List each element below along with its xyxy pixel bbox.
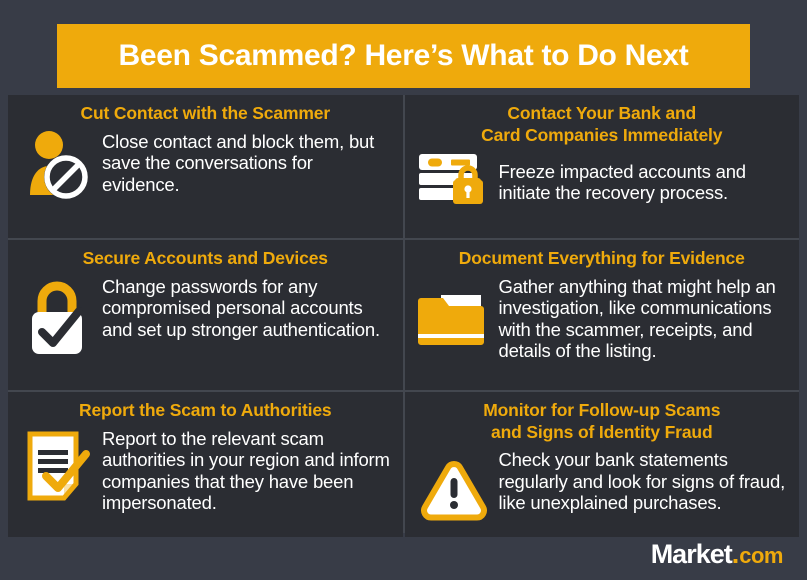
tip-text: Close contact and block them, but save t… <box>102 130 375 195</box>
folder-icon <box>415 274 493 352</box>
tip-text: Report to the relevant scam authorities … <box>102 427 390 514</box>
credit-card-lock-icon <box>415 150 493 212</box>
tip-text: Freeze impacted accounts and initiate th… <box>498 160 747 204</box>
tip-title: Document Everything for Evidence <box>458 248 745 268</box>
title-banner: Been Scammed? Here’s What to Do Next <box>57 24 750 88</box>
tip-title: Monitor for Follow-up Scams and Signs of… <box>483 400 721 442</box>
logo-com-text: com <box>739 543 783 568</box>
tip-body-row: Check your bank statements regularly and… <box>415 447 790 523</box>
tip-text: Gather anything that might help an inves… <box>498 275 776 362</box>
padlock-check-icon <box>18 274 96 358</box>
person-blocked-icon <box>18 129 96 201</box>
tips-grid: Cut Contact with the Scammer Close conta… <box>8 95 799 537</box>
page-title: Been Scammed? Here’s What to Do Next <box>118 39 689 72</box>
tip-card-monitor-followup: Monitor for Follow-up Scams and Signs of… <box>404 392 799 537</box>
document-check-icon <box>18 426 96 504</box>
logo-main-text: Market <box>650 539 733 569</box>
logo-dot: . <box>731 539 740 569</box>
tip-title: Contact Your Bank and Card Companies Imm… <box>481 103 723 145</box>
site-logo: Market . com <box>650 539 784 569</box>
tip-body-row: Report to the relevant scam authorities … <box>18 426 393 514</box>
tip-body-row: Close contact and block them, but save t… <box>18 129 393 201</box>
tip-card-contact-bank: Contact Your Bank and Card Companies Imm… <box>404 95 799 238</box>
warning-triangle-icon <box>415 447 493 523</box>
tip-card-report-scam: Report the Scam to Authorities Report to… <box>8 392 403 537</box>
tip-body-row: Change passwords for any compromised per… <box>18 274 393 358</box>
tip-text: Check your bank statements regularly and… <box>498 449 786 514</box>
tip-body-row: Gather anything that might help an inves… <box>415 274 790 362</box>
tip-body-row: Freeze impacted accounts and initiate th… <box>415 150 790 212</box>
tip-card-cut-contact: Cut Contact with the Scammer Close conta… <box>8 95 403 238</box>
tip-title: Cut Contact with the Scammer <box>80 103 331 123</box>
tip-title: Report the Scam to Authorities <box>78 400 332 420</box>
tip-text: Change passwords for any compromised per… <box>102 275 380 340</box>
tip-title: Secure Accounts and Devices <box>82 248 328 268</box>
tip-card-secure-accounts: Secure Accounts and Devices Change passw… <box>8 240 403 390</box>
tip-card-document-everything: Document Everything for Evidence Gather … <box>404 240 799 390</box>
